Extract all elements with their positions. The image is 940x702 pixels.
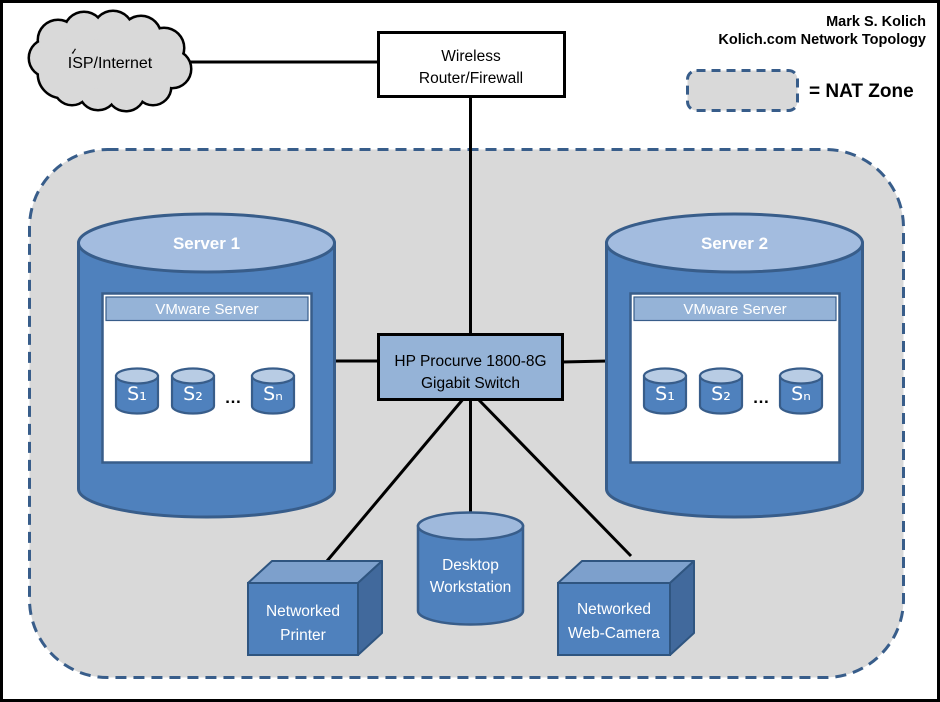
switch-label-line2: Gigabit Switch [421, 375, 520, 392]
webcam-label-line1: Networked [577, 601, 651, 618]
server1-vm-ellipsis: … [225, 388, 242, 407]
workstation-node: Desktop Workstation [416, 511, 525, 626]
router-box [377, 31, 566, 98]
server1-vmn-label: Sₙ [263, 383, 283, 405]
link-switch-printer [325, 397, 466, 562]
server2-name: Server 2 [701, 234, 768, 253]
server1-vm1: S₁ [114, 367, 160, 415]
switch-label-line1: HP Procurve 1800-8G [394, 353, 546, 370]
credits: Mark S. Kolich Kolich.com Network Topolo… [718, 14, 926, 48]
switch-node: HP Procurve 1800-8G Gigabit Switch [377, 333, 564, 401]
workstation-cylinder-body [416, 524, 525, 626]
server2-vm-ellipsis: … [753, 388, 770, 407]
webcam-cube-front [557, 582, 671, 656]
server2-vmn-label: Sₙ [791, 383, 811, 405]
server1-vmn: Sₙ [250, 367, 296, 415]
webcam-label-line2: Web-Camera [568, 625, 660, 642]
server2-vm1: S₁ [642, 367, 688, 415]
printer-cube-front [247, 582, 359, 656]
nat-legend: = NAT Zone [686, 69, 914, 112]
router-label-line2: Router/Firewall [419, 70, 523, 87]
printer-label-line1: Networked [266, 603, 340, 620]
server1-vm2-label: S₂ [183, 383, 203, 405]
isp-cloud-node: ISP/Internet [27, 9, 193, 113]
server1-cylinder-top [77, 212, 336, 274]
workstation-cylinder-top [416, 511, 525, 541]
server2-node: Server 2 VMware Server S₁ S₂ … Sₙ [605, 212, 864, 519]
server2-vm2-label: S₂ [711, 383, 731, 405]
nat-legend-label: = NAT Zone [809, 81, 914, 102]
link-switch-webcam [475, 396, 633, 558]
isp-label: ISP/Internet [68, 55, 153, 72]
cloud-fill [30, 12, 190, 110]
server2-vmware-header [633, 296, 837, 322]
server1-name: Server 1 [173, 234, 240, 253]
server1-platform-label: VMware Server [155, 301, 258, 318]
router-node: Wireless Router/Firewall [377, 31, 566, 98]
server1-vm2: S₂ [170, 367, 216, 415]
server1-node: Server 1 VMware Server S₁ S₂ … Sₙ [77, 212, 336, 519]
server1-vm1-label: S₁ [127, 383, 147, 405]
credit-author: Mark S. Kolich [826, 14, 926, 30]
printer-node: Networked Printer [247, 560, 383, 656]
server2-vmn: Sₙ [778, 367, 824, 415]
credit-title: Kolich.com Network Topology [718, 32, 926, 48]
webcam-node: Networked Web-Camera [557, 560, 695, 656]
server2-vm1-label: S₁ [655, 383, 675, 405]
workstation-label-line1: Desktop [442, 557, 499, 574]
server2-vm2: S₂ [698, 367, 744, 415]
server1-vmware-header [105, 296, 309, 322]
server2-cylinder-top [605, 212, 864, 274]
router-label-line1: Wireless [441, 48, 501, 65]
connector-lines [190, 60, 633, 562]
switch-box [377, 333, 564, 401]
link-switch-server2 [561, 359, 609, 364]
printer-label-line2: Printer [280, 627, 326, 644]
workstation-label-line2: Workstation [430, 579, 512, 596]
nat-legend-swatch [686, 69, 799, 112]
server2-platform-label: VMware Server [683, 301, 786, 318]
